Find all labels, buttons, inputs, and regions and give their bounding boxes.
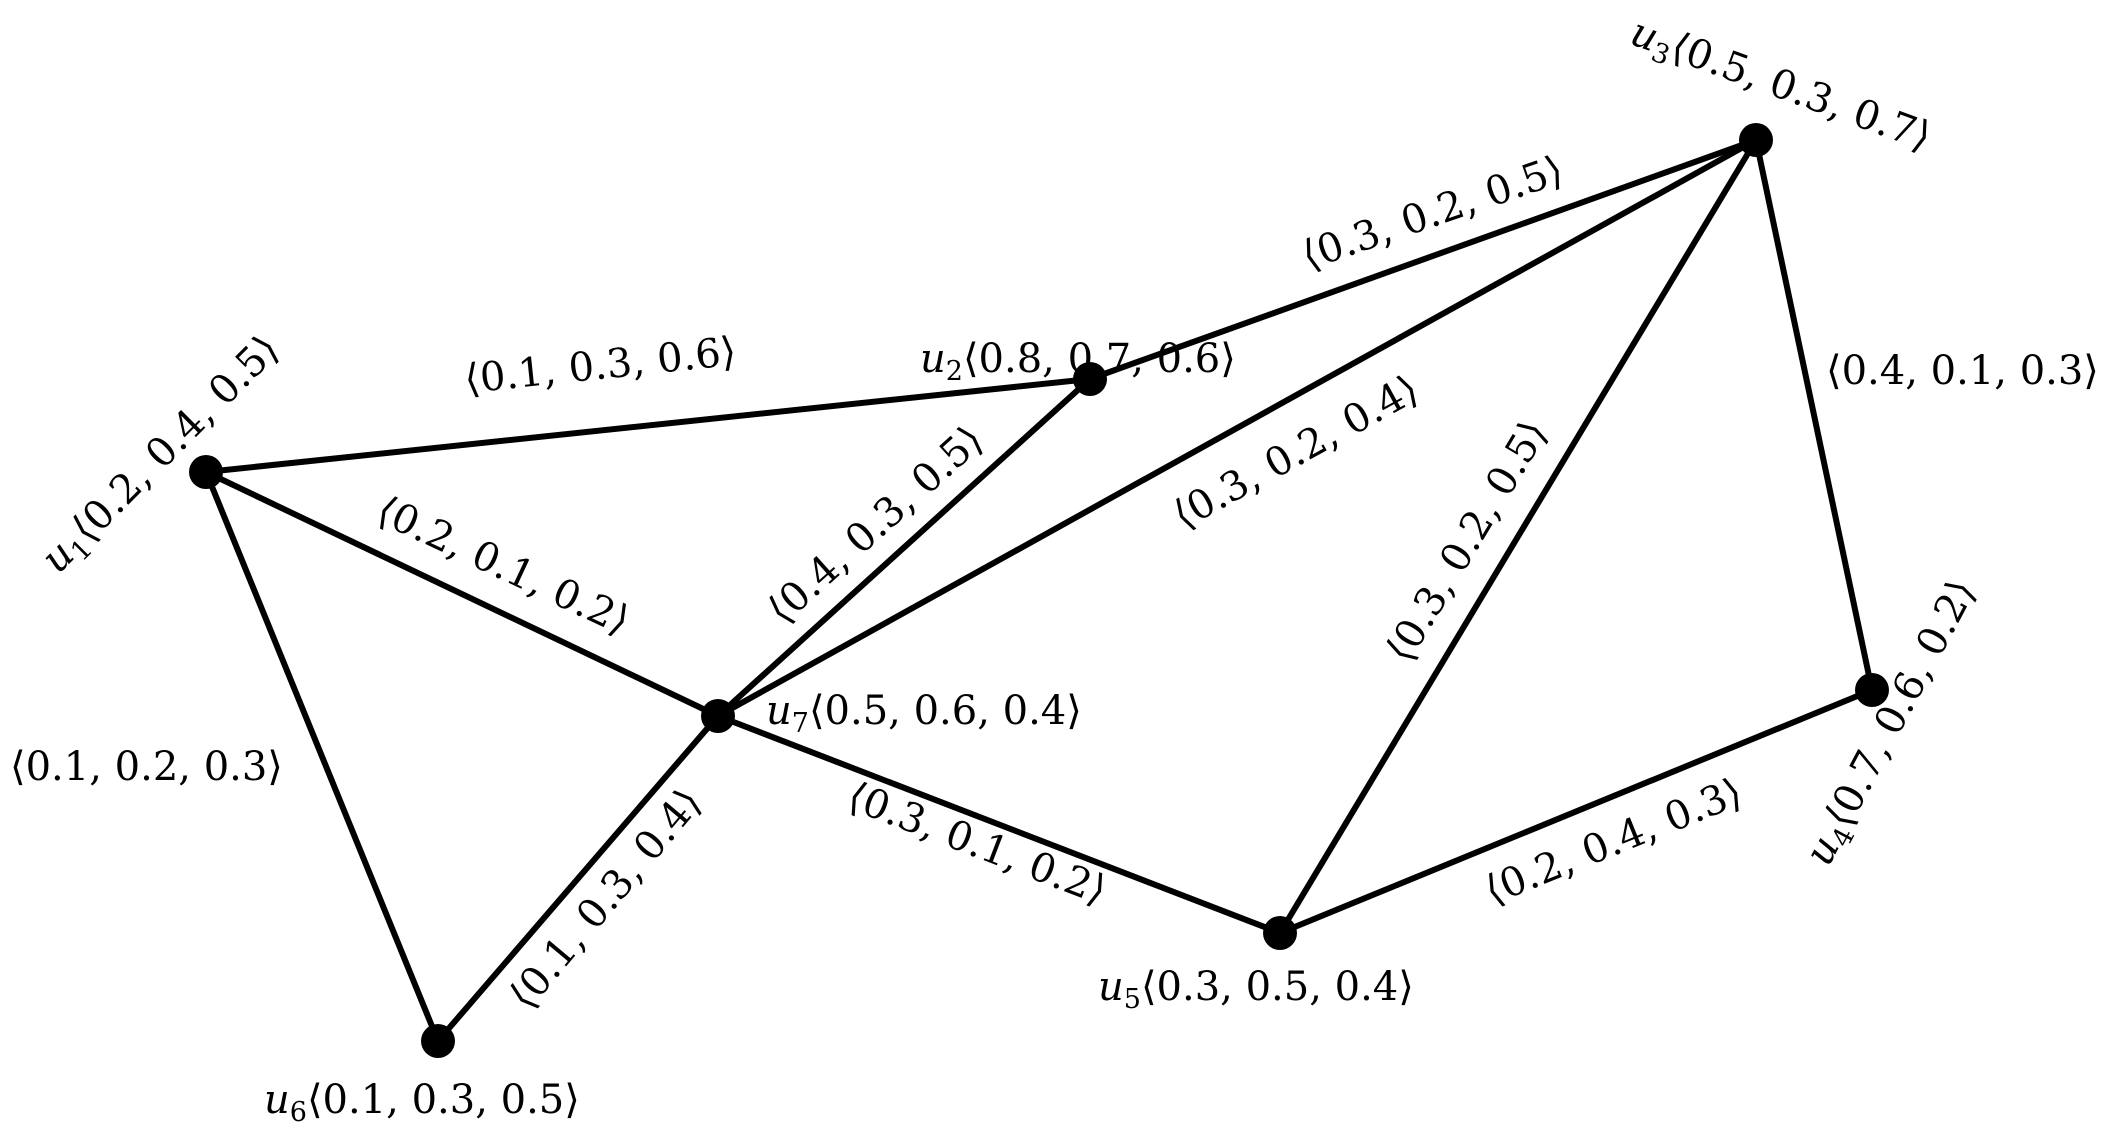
vertex-label-u3: u3⟨0.5, 0.3, 0.7⟩ <box>1623 9 1937 165</box>
node-u1 <box>189 455 223 489</box>
edge-label-u2-u7: ⟨0.4, 0.3, 0.5⟩ <box>759 417 993 634</box>
edge-label-u7-u5: ⟨0.3, 0.1, 0.2⟩ <box>841 773 1112 914</box>
edge-u1-u7 <box>203 469 721 719</box>
node-u6 <box>421 1024 455 1058</box>
edge-u1-u6 <box>203 469 441 1044</box>
vertex-label-u1: u1⟨0.2, 0.4, 0.5⟩ <box>33 326 292 585</box>
edge-label-u1-u6: ⟨0.1, 0.2, 0.3⟩ <box>10 744 283 790</box>
edge-label-u3-u5: ⟨0.3, 0.2, 0.5⟩ <box>1377 413 1557 671</box>
edge-u2-u7 <box>715 376 1093 719</box>
edge-u3-u5 <box>1277 137 1759 936</box>
edge-label-u1-u2: ⟨0.1, 0.3, 0.6⟩ <box>462 329 738 403</box>
vertex-label-u5: u5⟨0.3, 0.5, 0.4⟩ <box>1098 964 1414 1015</box>
vertex-label-u6: u6⟨0.1, 0.3, 0.5⟩ <box>264 1077 580 1128</box>
edge-layer <box>203 137 1875 1044</box>
edge-u3-u4 <box>1753 137 1875 693</box>
edge-u3-u7 <box>715 137 1759 719</box>
node-u5 <box>1263 916 1297 950</box>
edge-label-u2-u3: ⟨0.3, 0.2, 0.5⟩ <box>1296 147 1569 279</box>
node-layer <box>189 123 1889 1058</box>
vertex-label-layer: u1⟨0.2, 0.4, 0.5⟩ u2⟨0.8, 0.7, 0.6⟩ u3⟨0… <box>33 9 1989 1128</box>
node-u2 <box>1073 362 1107 396</box>
edge-u2-u3 <box>1087 137 1759 382</box>
edge-u5-u4 <box>1277 687 1875 936</box>
edge-u1-u2 <box>203 376 1093 475</box>
node-u4 <box>1855 673 1889 707</box>
vertex-label-u2: u2⟨0.8, 0.7, 0.6⟩ <box>920 336 1236 387</box>
node-u3 <box>1739 123 1773 157</box>
edge-label-u5-u4: ⟨0.2, 0.4, 0.3⟩ <box>1479 769 1749 914</box>
node-u7 <box>701 699 735 733</box>
edge-u7-u6 <box>435 713 721 1044</box>
edge-label-u3-u4: ⟨0.4, 0.1, 0.3⟩ <box>1826 348 2099 394</box>
edge-label-u7-u6: ⟨0.1, 0.3, 0.4⟩ <box>500 780 711 1019</box>
vertex-label-u7: u7⟨0.5, 0.6, 0.4⟩ <box>766 688 1082 739</box>
vertex-label-u4: u4⟨0.7, 0.6, 0.2⟩ <box>1796 572 1989 875</box>
edge-u7-u5 <box>715 713 1283 936</box>
